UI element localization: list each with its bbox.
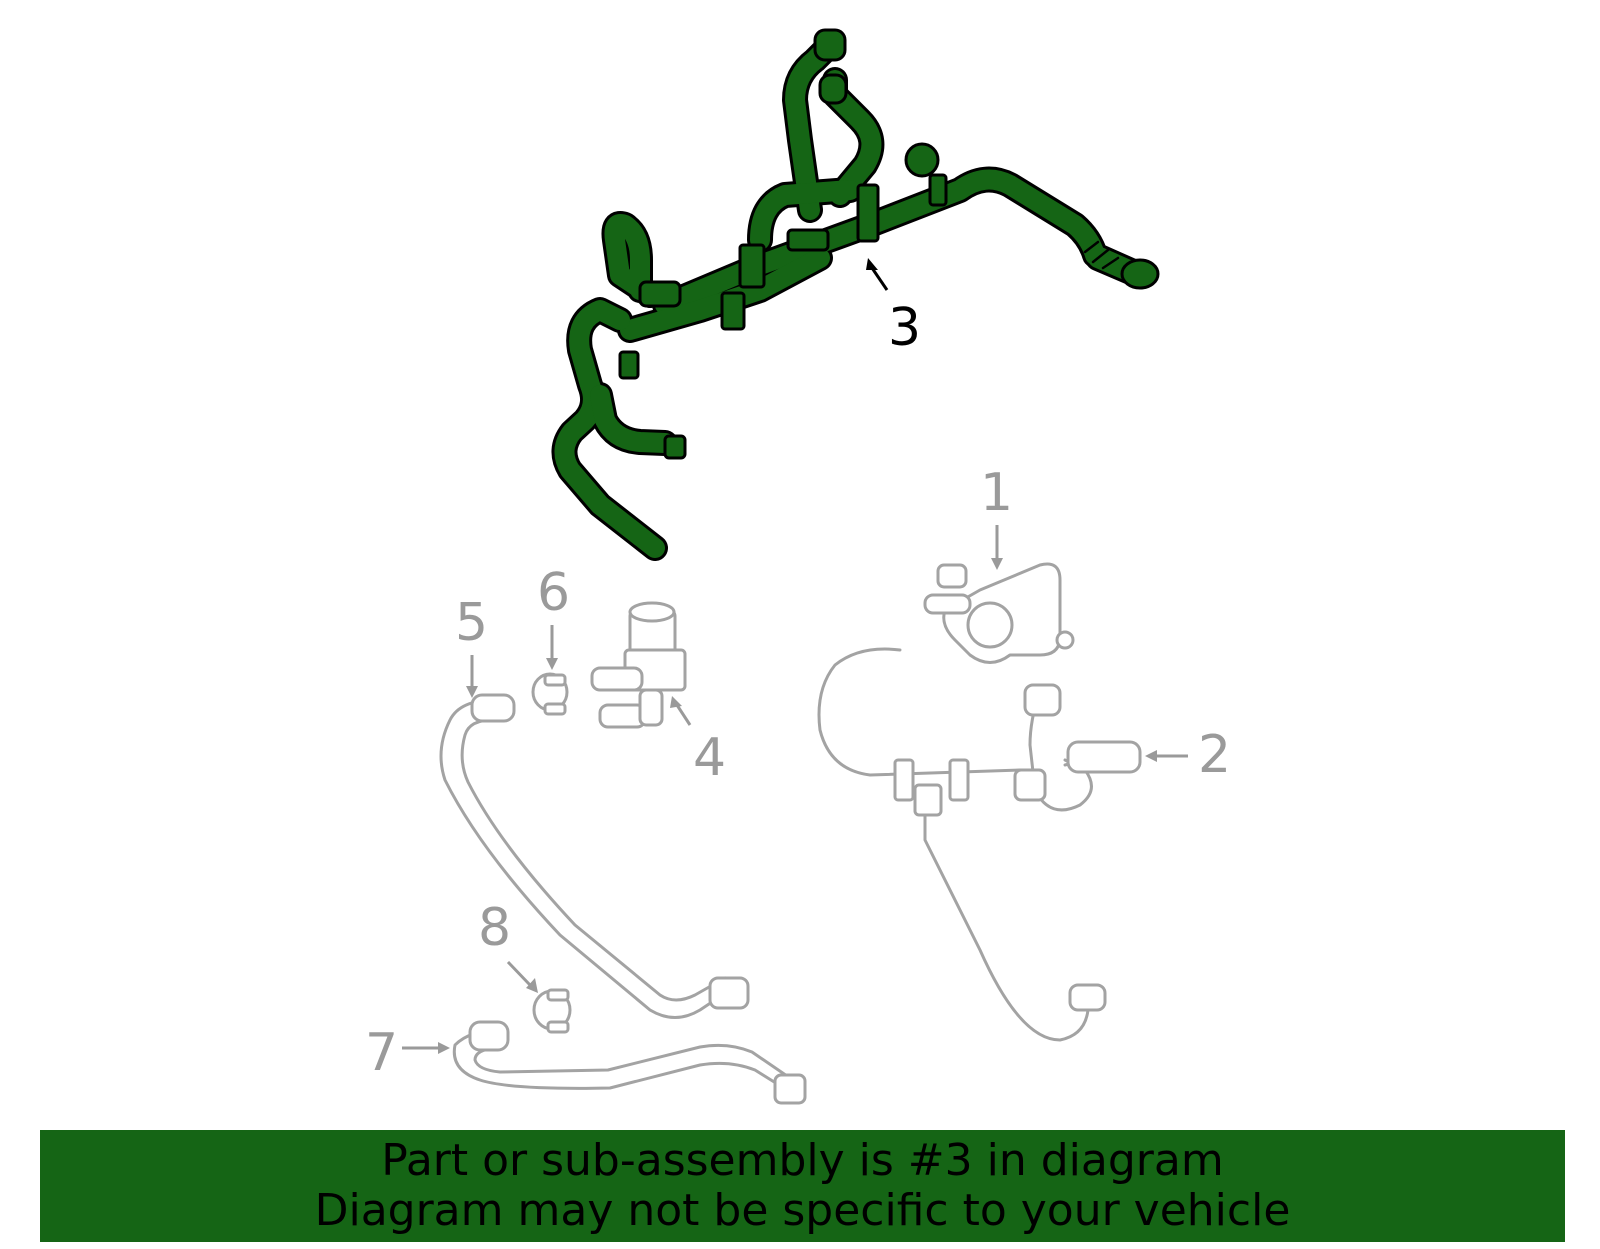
callout-2[interactable]: 2 — [1198, 725, 1231, 785]
part-6-clamp[interactable] — [531, 672, 569, 716]
hose-segment-outline — [652, 166, 1153, 318]
callout-5[interactable]: 5 — [455, 593, 488, 653]
leader-lines — [402, 258, 1188, 1054]
hose-segment — [825, 70, 882, 205]
part-3-hose-assembly[interactable] — [551, 28, 1160, 561]
footer-banner: Part or sub-assembly is #3 in diagram Di… — [40, 1130, 1565, 1242]
footer-line-2: Diagram may not be specific to your vehi… — [314, 1185, 1291, 1236]
footer-line-1: Part or sub-assembly is #3 in diagram — [381, 1135, 1224, 1186]
part-5-hose[interactable] — [439, 693, 750, 1019]
callout-8[interactable]: 8 — [478, 898, 511, 958]
callout-6[interactable]: 6 — [537, 563, 570, 623]
part-8-clamp[interactable] — [532, 988, 572, 1034]
hose-segment — [750, 180, 860, 250]
callout-1[interactable]: 1 — [980, 463, 1013, 523]
part-1-pump[interactable] — [923, 562, 1075, 664]
hose-segment — [590, 385, 675, 453]
callout-3[interactable]: 3 — [888, 298, 921, 358]
callout-4[interactable]: 4 — [693, 728, 726, 788]
part-4-valve[interactable] — [590, 601, 687, 729]
hose-segment — [604, 214, 660, 305]
part-2-hose-assembly[interactable] — [817, 647, 1142, 1042]
callout-7[interactable]: 7 — [365, 1023, 398, 1083]
hose-segment — [785, 35, 840, 220]
part-7-hose[interactable] — [452, 1020, 807, 1105]
